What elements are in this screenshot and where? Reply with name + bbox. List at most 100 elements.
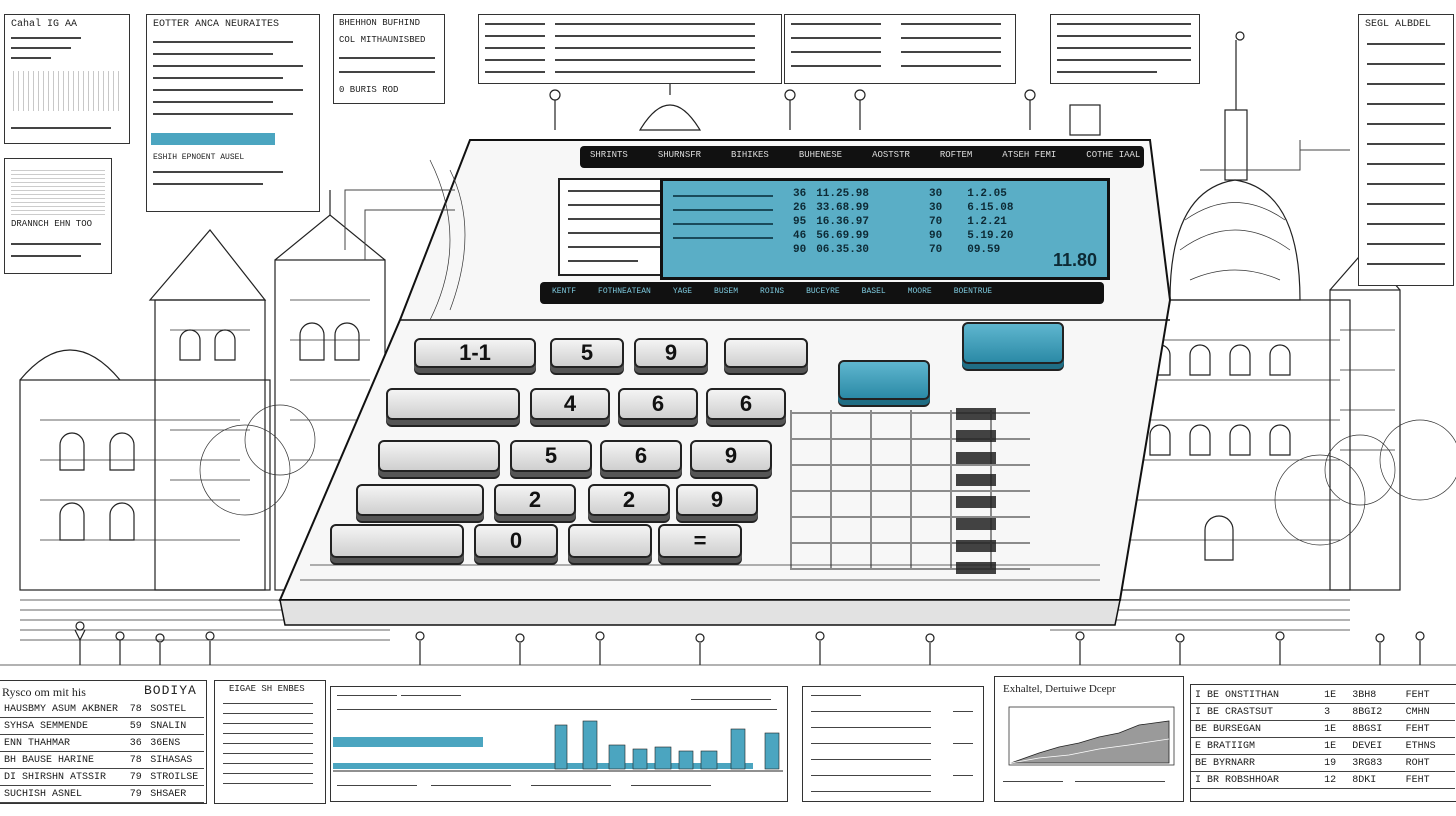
panel-top-left-b: DRANNCH EHN TOO bbox=[4, 158, 112, 274]
key-6a[interactable]: 6 bbox=[618, 388, 698, 420]
table-cell: ROHT bbox=[1401, 754, 1455, 772]
footer-label: BUCEYRE bbox=[806, 287, 840, 296]
key-6c[interactable]: 6 bbox=[600, 440, 682, 472]
table-cell: SNALIN bbox=[146, 717, 204, 735]
key-fn-top[interactable] bbox=[724, 338, 808, 368]
key-fn-left[interactable] bbox=[378, 440, 500, 472]
table-cell: 1E bbox=[1320, 737, 1349, 755]
table-cell: 8BGSI bbox=[1348, 720, 1402, 738]
table-cell: I BE CRASTSUT bbox=[1191, 703, 1321, 721]
key-0[interactable]: 0 bbox=[474, 524, 558, 558]
table-cell: ENN THAHMAR bbox=[0, 734, 126, 752]
table-cell: 78 bbox=[125, 751, 147, 769]
panel-top-c bbox=[478, 14, 782, 84]
table-cell: FEHT bbox=[1401, 771, 1455, 789]
footer-label: MOORE bbox=[907, 287, 932, 296]
key-5b[interactable]: 5 bbox=[510, 440, 592, 472]
panel-left-label: DRANNCH EHN TOO bbox=[11, 219, 93, 229]
lcd-cell: 36 bbox=[793, 188, 807, 200]
footer-label: KENTF bbox=[552, 287, 577, 296]
panel-top-left-a: Cahal IG AA bbox=[4, 14, 130, 144]
table-cell: 36 bbox=[125, 734, 147, 752]
table-cell: 1E bbox=[1320, 720, 1349, 738]
key-9[interactable]: 9 bbox=[634, 338, 708, 368]
display-footer-bar: KENTF FOTHNEATEAN YAGE BUSEM ROINS BUCEY… bbox=[540, 282, 1104, 304]
panel-top-b: BHEHHON BUFHIND COL MITHAUNISBED 0 BURIS… bbox=[333, 14, 445, 104]
header-label: BUHENESE bbox=[798, 150, 843, 160]
table-cell: FEHT bbox=[1401, 687, 1455, 704]
table-cell: 78 bbox=[125, 701, 147, 718]
table-cell: BE BYRNARR bbox=[1191, 754, 1321, 772]
lcd-cell: 56.69.99 bbox=[816, 230, 870, 242]
lcd-cell: 95 bbox=[793, 216, 807, 228]
lcd-cell: 70 bbox=[929, 244, 943, 256]
lcd-cell: 5.19.20 bbox=[967, 230, 1014, 242]
footer-label: BOENTRUE bbox=[953, 287, 993, 296]
table-cell: SUCHISH ASNEL bbox=[0, 785, 126, 803]
key-blue-mid[interactable] bbox=[838, 360, 930, 400]
table-cell: HAUSBMY ASUM AKBNER bbox=[0, 701, 126, 718]
table-cell: E BRATIIGM bbox=[1191, 737, 1321, 755]
right-key-column bbox=[956, 404, 996, 574]
area-chart bbox=[1008, 706, 1175, 766]
lcd-cell: 46 bbox=[793, 230, 807, 242]
key-9c[interactable]: 9 bbox=[676, 484, 758, 516]
lcd-cell: 16.36.97 bbox=[816, 216, 870, 228]
table-cell: SYHSA SEMMENDE bbox=[0, 717, 126, 735]
header-label: ROFTEM bbox=[939, 150, 973, 160]
table-cell: DI SHIRSHN ATSSIR bbox=[0, 768, 126, 786]
key-dot[interactable] bbox=[568, 524, 652, 558]
chart-title: Exhaltel, Dertuiwe Dcepr bbox=[1003, 683, 1116, 695]
header-label: BIHIKES bbox=[731, 150, 769, 160]
panel-a-title: EOTTER ANCA NEURAITES bbox=[153, 19, 280, 30]
footer-label: BUSEM bbox=[714, 287, 739, 296]
lcd-cell: 90 bbox=[793, 244, 807, 256]
lcd-cell: 1.2.05 bbox=[967, 188, 1007, 200]
bar-chart bbox=[333, 720, 783, 772]
table-cell: FEHT bbox=[1401, 720, 1455, 738]
key-fn-bottom[interactable] bbox=[330, 524, 464, 558]
table-cell: 8DKI bbox=[1348, 771, 1402, 789]
table-cell: ETHNS bbox=[1401, 737, 1455, 755]
table-cell: SHSAER bbox=[146, 785, 204, 803]
table-cell: SIHASAS bbox=[146, 751, 204, 769]
bottom-list-panel bbox=[802, 686, 984, 802]
key-2b[interactable]: 2 bbox=[588, 484, 670, 516]
table-cell: 36ENS bbox=[146, 734, 204, 752]
key-arrow[interactable] bbox=[386, 388, 520, 420]
table-cell: BH BAUSE HARINE bbox=[0, 751, 126, 769]
key-5[interactable]: 5 bbox=[550, 338, 624, 368]
key-left-arrow[interactable] bbox=[356, 484, 484, 516]
table-cell: STROILSE bbox=[146, 768, 204, 786]
panel-right-title: SEGL ALBDEL bbox=[1365, 19, 1432, 30]
table-cell: I BR ROBSHHOAR bbox=[1191, 771, 1321, 789]
key-blue-top[interactable] bbox=[962, 322, 1064, 364]
key-4[interactable]: 4 bbox=[530, 388, 610, 420]
lcd-cell: 70 bbox=[929, 216, 943, 228]
panel-top-a: EOTTER ANCA NEURAITES ESHIH EPNOENT AUSE… bbox=[146, 14, 320, 212]
panel-top-right: SEGL ALBDEL bbox=[1358, 14, 1454, 286]
bottom-chart-panel: Exhaltel, Dertuiwe Dcepr bbox=[994, 676, 1184, 802]
key-1-1[interactable]: 1-1 bbox=[414, 338, 536, 368]
rooftop-statues bbox=[549, 80, 1101, 136]
lcd-cell: 06.35.30 bbox=[816, 244, 870, 256]
key-9b[interactable]: 9 bbox=[690, 440, 772, 472]
table-cell: 59 bbox=[125, 717, 147, 735]
key-equals[interactable]: = bbox=[658, 524, 742, 558]
table-cell: 3BH8 bbox=[1348, 687, 1402, 704]
table-cell: 8BGI2 bbox=[1348, 703, 1402, 721]
lcd-cell: 26 bbox=[793, 202, 807, 214]
header-label: SHRINTS bbox=[590, 150, 628, 160]
lcd-cell: 1.2.21 bbox=[967, 216, 1007, 228]
lcd-cell: 6.15.08 bbox=[967, 202, 1014, 214]
key-6b[interactable]: 6 bbox=[706, 388, 786, 420]
side-paper-screen bbox=[558, 178, 674, 276]
key-2a[interactable]: 2 bbox=[494, 484, 576, 516]
table-cell: 3 bbox=[1320, 703, 1349, 721]
table-cell: SOSTEL bbox=[146, 701, 204, 718]
lcd-cell: 90 bbox=[929, 230, 943, 242]
table-cell: 79 bbox=[125, 785, 147, 803]
panel-top-d bbox=[784, 14, 1016, 84]
lcd-cell: 09.59 bbox=[967, 244, 1001, 256]
panel-b-footer: 0 BURIS ROD bbox=[339, 85, 399, 95]
